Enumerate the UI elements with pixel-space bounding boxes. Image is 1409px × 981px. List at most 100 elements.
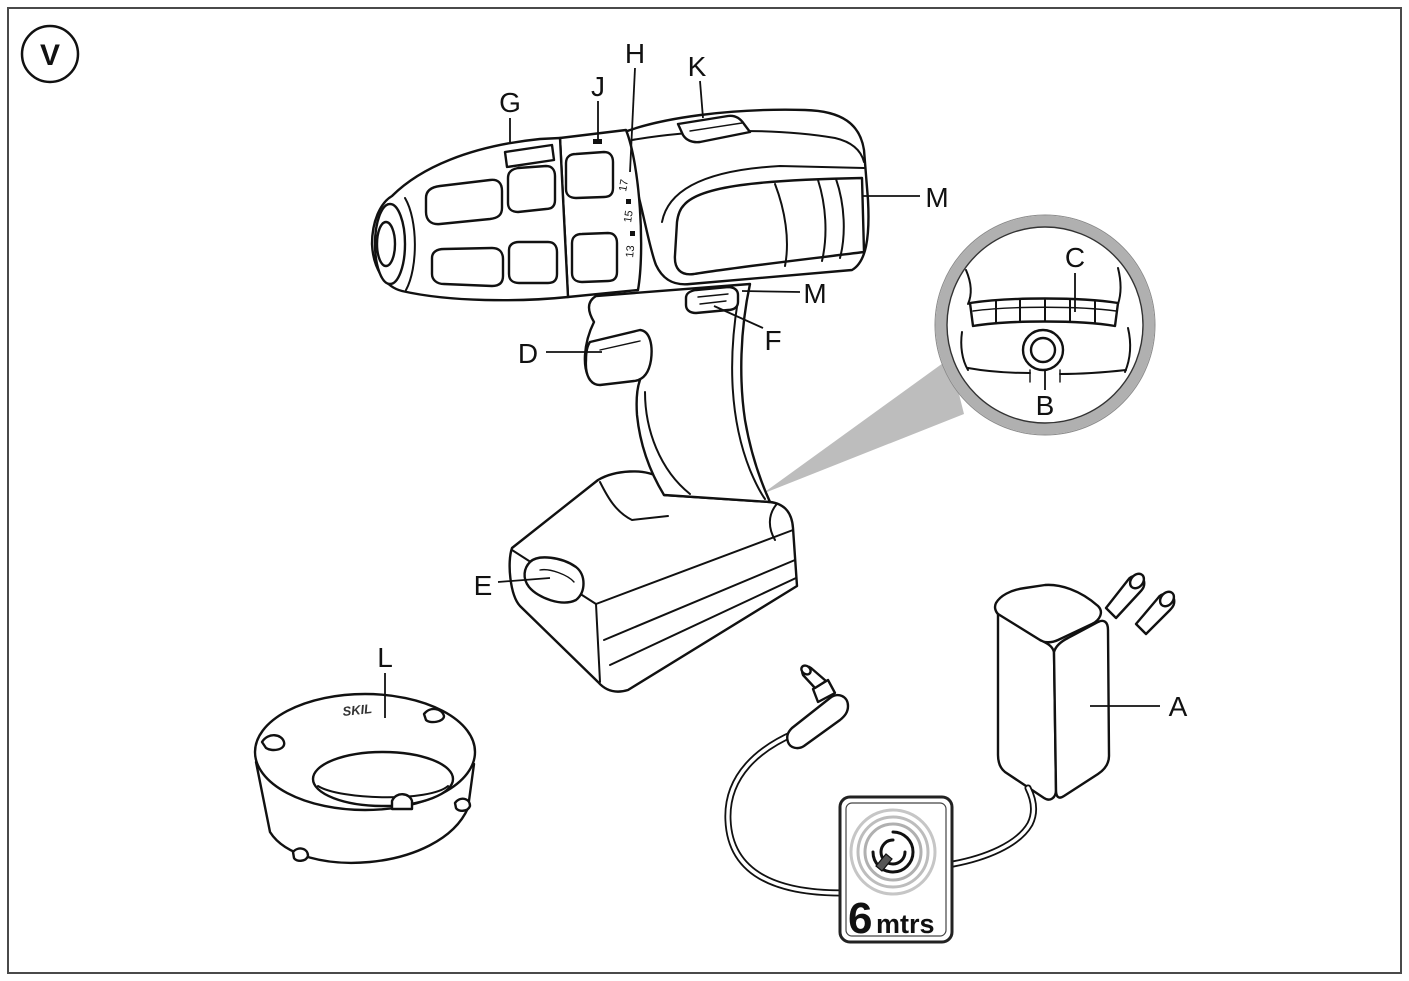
charger-cable: [724, 664, 1038, 897]
inset-housing-right: [1117, 267, 1122, 305]
battery-release-button: [523, 556, 585, 604]
cable-length-unit: mtrs: [876, 909, 935, 939]
charger: [993, 572, 1176, 801]
torque-scale-13: 13: [624, 245, 637, 258]
callout-k: K: [688, 51, 707, 82]
callout-e: E: [474, 570, 493, 601]
leader-e: [497, 577, 551, 583]
direction-switch-ridge: [697, 293, 729, 305]
leader-k: [699, 80, 704, 119]
charge-indicator-segments: [995, 299, 1096, 323]
battery-band-lower: [609, 577, 797, 666]
cable-length-badge: 6 mtrs: [838, 795, 954, 944]
collar-marker: [593, 139, 602, 144]
gear-selector-edge: [689, 122, 743, 132]
gear-selector: [676, 114, 752, 144]
charger-side-face: [1052, 619, 1111, 799]
charger-front-face: [996, 612, 1058, 801]
coil-ring-outer: [849, 808, 937, 896]
chuck-pad-upper-right: [506, 164, 557, 214]
ring-notch-left: [260, 734, 286, 752]
battery-release-button-edge: [539, 568, 575, 583]
leader-m-bottom: [741, 290, 801, 293]
inset-detail: [934, 214, 1156, 436]
leader-f: [713, 305, 764, 329]
battery-rear-cap: [768, 504, 777, 541]
inset-ring: [935, 215, 1155, 435]
cable-right-fill: [951, 786, 1036, 866]
callout-g: G: [499, 87, 521, 118]
collar-pad-upper: [564, 150, 615, 200]
chuck-pad-top: [503, 143, 556, 169]
coil-ring-inner: [863, 822, 923, 882]
housing-window-surround: [661, 165, 865, 223]
cable-badge-inner-frame: [845, 802, 947, 937]
torque-scale-mark-2: [630, 231, 635, 236]
callout-labels: G J H K M C M F D B E L A: [377, 38, 1187, 722]
ring-notch-right: [453, 797, 472, 812]
drill-handle: [583, 282, 772, 504]
housing-top-band: [631, 130, 865, 163]
chuck: [370, 136, 570, 302]
callout-m-bottom: M: [803, 278, 826, 309]
ring-hole-depth: [317, 785, 449, 799]
callout-b: B: [1036, 390, 1055, 421]
charger-prong-2-tip: [1158, 590, 1176, 608]
indicator-button-center: [1029, 336, 1057, 364]
torque-collar: 17 15 13: [558, 128, 643, 299]
callout-f: F: [764, 325, 781, 356]
inset-inner-edge: [946, 226, 1144, 424]
inset-lower-right: [1124, 327, 1132, 373]
inset-lower-contour: [967, 367, 1127, 375]
coil-ring-middle: [856, 815, 930, 889]
torque-scale-17: 17: [617, 178, 631, 192]
callout-m-top: M: [925, 182, 948, 213]
callout-a: A: [1169, 691, 1188, 722]
inset-button-bracket: [1029, 369, 1061, 383]
callout-c: C: [1065, 242, 1085, 273]
ring-notch-bottom: [291, 847, 310, 862]
dc-plug-body: [786, 694, 850, 750]
dc-plug-collar: [811, 678, 837, 704]
battery-shoulder: [599, 481, 669, 521]
dc-plug-pin-tip: [800, 664, 812, 676]
bit-holder-ring: SKIL: [253, 692, 477, 865]
motor-housing: [620, 108, 870, 286]
battery-front-corner: [595, 603, 601, 683]
collar-pad-lower: [570, 231, 619, 284]
ring-notch-front: [390, 793, 414, 811]
inset-housing-left: [965, 269, 972, 305]
led-window-ribs: [774, 178, 845, 267]
trigger: [584, 328, 653, 387]
figure-badge: V: [20, 24, 80, 84]
chuck-jaw-opening: [375, 220, 397, 268]
leader-lines: [384, 67, 1160, 718]
charger-prong-1-tip: [1128, 572, 1146, 590]
handle-grip-back: [731, 299, 766, 500]
drill: 17 15 13: [370, 108, 870, 693]
coil-plug-icon: [875, 853, 893, 872]
direction-switch: [684, 285, 740, 315]
inset-pointer-wedge: [762, 358, 964, 494]
leader-h: [629, 67, 636, 173]
chuck-pad-upper-left: [424, 178, 504, 226]
trigger-edge: [599, 340, 641, 351]
cable-left-fill: [726, 731, 844, 895]
handle-grip-front: [644, 391, 691, 495]
ring-brand-logo: SKIL: [342, 701, 373, 719]
inset-lower-left: [960, 331, 969, 371]
cable-length-number: 6: [848, 894, 872, 943]
figure-badge-letter: V: [40, 39, 60, 72]
callout-j: J: [591, 71, 605, 102]
chuck-nose-contour: [404, 197, 416, 291]
chuck-pad-lower-right: [507, 240, 559, 285]
figure-badge-circle: [20, 24, 80, 84]
battery-band-upper: [603, 559, 796, 641]
chuck-pad-lower-left: [430, 246, 505, 288]
ring-center-hole: [311, 750, 455, 808]
callout-h: H: [625, 38, 645, 69]
ring-notch-top: [422, 707, 446, 724]
battery-pack: [508, 470, 799, 693]
torque-scale-mark-1: [626, 199, 631, 204]
